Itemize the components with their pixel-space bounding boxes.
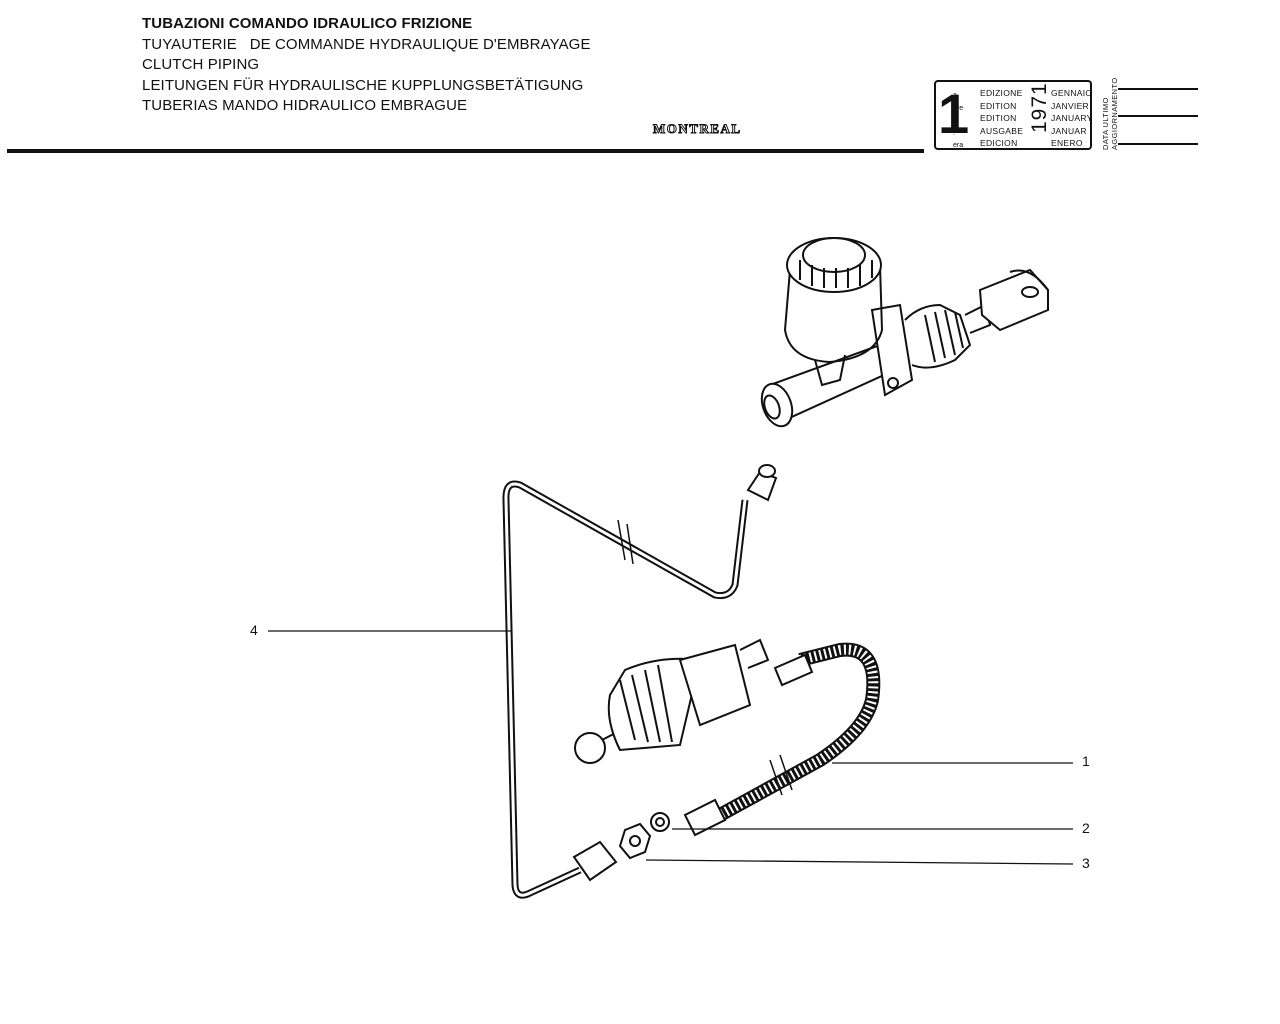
edition-months: GENNAIO JANVIER JANUARY JANUAR ENERO (1051, 87, 1093, 150)
edition-label: EDICION (980, 138, 1018, 148)
update-line (1118, 115, 1198, 117)
ordinal: era (953, 142, 964, 149)
update-line (1118, 143, 1198, 145)
rigid-pipe (502, 464, 778, 899)
edition-month: JANUAR (1051, 125, 1087, 136)
callout-3: 3 (1082, 855, 1090, 871)
washer (650, 812, 670, 832)
ordinal: a (953, 92, 957, 99)
edition-ordinals: a ere st . era (953, 90, 963, 153)
edition-box: 1 a ere st . era EDIZIONE EDITION EDITIO… (934, 80, 1092, 150)
edition-month: JANVIER (1051, 100, 1089, 111)
edition-month: JANUARY (1051, 113, 1093, 123)
edition-label: EDITION (980, 100, 1017, 111)
flexible-hose (683, 642, 881, 837)
slave-cylinder (574, 638, 770, 764)
ordinal: ere (953, 104, 964, 112)
header-rule (7, 149, 924, 153)
callout-4: 4 (250, 622, 258, 638)
update-line (1118, 88, 1198, 90)
edition-label: EDIZIONE (980, 88, 1023, 98)
edition-labels: EDIZIONE EDITION EDITION AUSGABE EDICION (980, 87, 1023, 150)
title-english: CLUTCH PIPING (142, 56, 260, 74)
ordinal: st (953, 117, 959, 124)
edition-month: GENNAIO (1051, 88, 1093, 98)
title-block: TUBAZIONI COMANDO IDRAULICO FRIZIONE TUY… (142, 14, 591, 117)
callout-2: 2 (1082, 820, 1090, 836)
nut (618, 822, 652, 860)
title-french: TUYAUTERIE DE COMMANDE HYDRAULIQUE D'EMB… (142, 35, 591, 53)
edition-label: EDITION (980, 113, 1017, 123)
model-logo: MONTREAL (653, 121, 742, 137)
title-italian: TUBAZIONI COMANDO IDRAULICO FRIZIONE (142, 15, 473, 32)
leader-lines (268, 630, 1074, 865)
edition-month: ENERO (1051, 138, 1083, 148)
callout-1: 1 (1082, 753, 1090, 769)
ordinal: . (953, 129, 955, 137)
title-spanish: TUBERIAS MANDO HIDRAULICO EMBRAGUE (142, 97, 468, 115)
edition-label: AUSGABE (980, 125, 1024, 136)
master-cylinder (760, 237, 1049, 428)
title-german: LEITUNGEN FÜR HYDRAULISCHE KUPPLUNGSBETÄ… (142, 76, 584, 94)
